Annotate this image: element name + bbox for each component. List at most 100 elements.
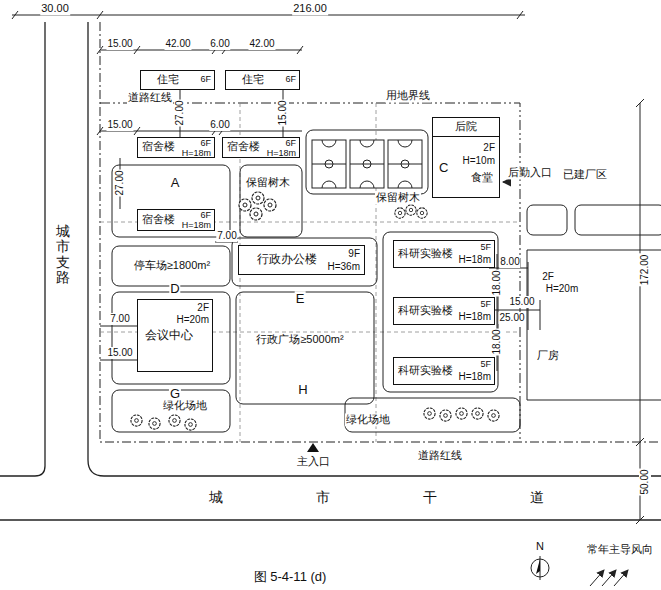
building-label: 宿舍楼	[142, 213, 175, 226]
yard-divider	[433, 136, 499, 137]
dimension: 50.00	[639, 468, 651, 495]
tree	[488, 410, 499, 421]
dimension-lines	[12, 11, 644, 524]
building-label: 科研实验楼	[398, 364, 453, 377]
dimension: 15.00	[106, 119, 133, 131]
dimension: 15.00	[106, 38, 133, 50]
building-label: 9F	[348, 248, 360, 260]
road-block	[112, 165, 230, 237]
building-label: 科研实验楼	[398, 247, 453, 260]
tree	[472, 408, 483, 419]
building: 宿舍楼6FH=18m	[222, 137, 300, 158]
building-label: H=18m	[182, 220, 211, 231]
dim-line	[640, 103, 641, 520]
wind-arrows	[590, 570, 628, 586]
building-label: 宿舍楼	[227, 140, 260, 153]
dimension: 172.00	[639, 254, 651, 287]
building: 行政办公楼 9FH=36m	[238, 245, 365, 275]
building: 科研实验楼 5FH=18m	[393, 240, 495, 268]
building-label: H=20m	[176, 314, 209, 326]
tree	[440, 410, 451, 421]
building-label: H=18m	[458, 254, 491, 266]
court-line	[312, 164, 422, 165]
dim-ticks	[12, 11, 523, 19]
road-block	[306, 130, 428, 194]
court-circle	[401, 160, 409, 168]
plan-label: 保留树木	[245, 176, 291, 189]
building: 科研实验楼 5FH=18m	[393, 297, 495, 325]
road-edge	[88, 22, 661, 476]
building-label: 2F	[483, 142, 495, 154]
road-name: 城市支路	[56, 223, 70, 287]
building-label: 5F	[480, 299, 491, 310]
tree	[424, 408, 435, 419]
building-label: H=18m	[182, 148, 211, 159]
plan-label: 后勤入口	[507, 166, 553, 179]
building-label: 5F	[480, 242, 491, 253]
tree	[149, 418, 160, 429]
wind-arrow	[614, 570, 628, 586]
building-label: 科研实验楼	[398, 304, 453, 317]
building: 后院C2FH=10m食堂	[432, 117, 500, 198]
building-label: 2F	[197, 302, 209, 314]
building-label: 会议中心	[145, 328, 193, 342]
plan-label: 停车场≥1800m²	[133, 259, 211, 272]
road-name: 城市干道	[208, 489, 638, 506]
road-block	[575, 205, 661, 235]
plan-label: 已建厂区	[562, 168, 608, 181]
building-label: C	[439, 160, 448, 176]
city-roads	[0, 22, 661, 520]
building: 宿舍楼6FH=18m	[137, 137, 215, 158]
tree	[169, 415, 180, 426]
building-label: 行政办公楼	[257, 252, 317, 266]
north-pointer	[536, 559, 540, 574]
court-circle	[363, 160, 371, 168]
road-block	[232, 238, 377, 286]
road-edge	[0, 519, 661, 520]
plan-label: 行政广场≥5000m²	[255, 333, 344, 346]
trees	[131, 192, 499, 430]
entry-arrow	[503, 181, 508, 182]
building: 住宅6F	[140, 70, 215, 90]
dimension: 15.00	[277, 99, 289, 126]
building-label: 食堂	[471, 171, 493, 184]
dimension: 27.00	[114, 169, 126, 196]
plan-label: 2F	[541, 271, 555, 283]
plan-label: E	[295, 291, 306, 307]
tree	[185, 419, 196, 430]
tree	[417, 208, 427, 218]
dim-ticks	[636, 99, 644, 524]
dimension: 15.00	[106, 347, 133, 359]
tree	[395, 208, 405, 218]
plan-label: 保留树木	[375, 191, 421, 204]
road-edge	[0, 22, 45, 476]
building-label: 5F	[480, 359, 491, 370]
tree	[250, 208, 262, 220]
internal-roads	[112, 130, 661, 432]
building-label: 住宅	[242, 73, 264, 86]
north-arrow	[531, 556, 549, 580]
plan-label: 厂房	[536, 349, 560, 362]
figure-caption: 图 5-4-11 (d)	[253, 569, 328, 585]
basketball-courts	[312, 140, 422, 188]
tree	[264, 199, 276, 211]
building-label: 6F	[200, 138, 211, 149]
tree	[406, 205, 416, 215]
plan-label: D	[169, 281, 180, 297]
tree	[239, 199, 251, 211]
site-boundary	[100, 103, 520, 442]
dim-line	[100, 326, 137, 327]
building-label: 住宅	[157, 73, 179, 86]
building-label: 6F	[285, 74, 296, 85]
road-block	[112, 246, 230, 286]
building-label: H=18m	[458, 311, 491, 323]
building-label: H=36m	[327, 261, 360, 273]
wind-arrow	[590, 570, 604, 586]
dimension: 6.00	[209, 38, 230, 50]
dimension: 30.00	[40, 2, 70, 15]
dimension: 8.00	[499, 256, 520, 268]
building: 会议中心 2FH=20m	[137, 299, 213, 372]
dim-line	[12, 15, 525, 16]
road-block	[383, 232, 498, 392]
dimension: 18.00	[491, 328, 503, 355]
